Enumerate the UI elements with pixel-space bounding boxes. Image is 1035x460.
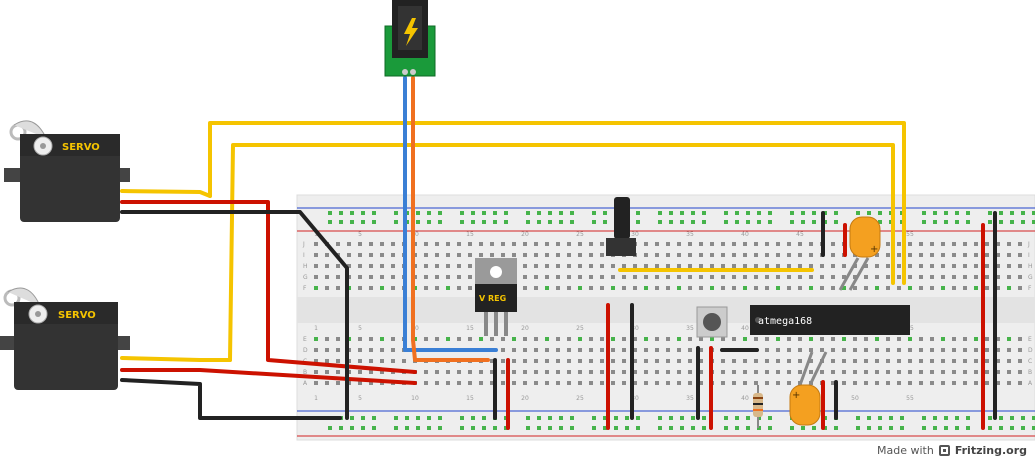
resistor — [753, 385, 763, 428]
column-number: 20 — [521, 395, 529, 402]
red-servo1-power-wire — [120, 200, 417, 374]
fritzing-logo-icon — [938, 445, 950, 456]
column-number: 20 — [521, 231, 529, 238]
svg-text:+: + — [870, 244, 878, 255]
row-letter: H — [303, 263, 308, 270]
fritzing-brand: Fritzing.org — [954, 444, 1027, 457]
column-number: 55 — [906, 231, 914, 238]
servo-bottom: SERVO — [0, 287, 130, 390]
row-letter: J — [1027, 241, 1030, 248]
voltage-regulator: V REG — [475, 258, 517, 336]
push-button — [696, 306, 728, 338]
atmega-chip: atmega168 — [750, 305, 910, 335]
fritzing-credit: Made with Fritzing.org — [877, 444, 1027, 457]
row-letter: B — [303, 369, 307, 376]
column-number: 30 — [631, 231, 639, 238]
column-number: 5 — [358, 395, 362, 402]
lightning-bolt-icon — [404, 18, 418, 46]
column-number: 40 — [741, 395, 749, 402]
row-letter: F — [1028, 285, 1032, 292]
chip-label: atmega168 — [758, 316, 812, 327]
row-letter: I — [303, 252, 305, 259]
column-number: 30 — [631, 395, 639, 402]
made-with-text: Made with — [876, 444, 934, 457]
column-number: 20 — [521, 325, 529, 332]
column-number: 55 — [906, 325, 914, 332]
row-letter: B — [1028, 369, 1032, 376]
black-servo2-ground-wire — [120, 378, 342, 420]
row-letter: A — [1028, 380, 1033, 387]
yellow-signal-wire-bottom — [228, 143, 895, 362]
column-number: 35 — [686, 325, 694, 332]
row-letter: H — [1028, 263, 1033, 270]
column-number: 35 — [686, 231, 694, 238]
column-number: 30 — [631, 325, 639, 332]
column-number: 5 — [358, 231, 362, 238]
potentiometer — [606, 197, 636, 256]
row-letter: D — [303, 347, 308, 354]
breadboard: 1115551010101515152020202525253030303535… — [296, 194, 1035, 441]
row-letter: E — [1028, 336, 1032, 343]
row-letter: D — [1028, 347, 1033, 354]
orange-jack-wire — [411, 76, 490, 362]
row-letter: G — [1028, 274, 1033, 281]
capacitor-top: + — [838, 216, 881, 291]
column-number: 1 — [314, 395, 318, 402]
regulator-label: V REG — [479, 294, 506, 303]
column-number: 15 — [466, 231, 474, 238]
blue-jack-wire — [403, 76, 498, 352]
column-number: 15 — [466, 395, 474, 402]
column-number: 25 — [576, 325, 584, 332]
servo-bottom-label: SERVO — [58, 310, 96, 321]
wires — [120, 76, 997, 430]
column-number: 10 — [411, 231, 419, 238]
column-number: 35 — [686, 395, 694, 402]
servo-top-label: SERVO — [62, 142, 100, 153]
servo-top: SERVO — [4, 120, 130, 222]
red-servo2-power-wire — [120, 368, 417, 385]
column-number: 50 — [851, 395, 859, 402]
yellow-signal-wire-top — [208, 121, 906, 285]
column-number: 25 — [576, 231, 584, 238]
servo1-yellow-lead — [120, 189, 212, 198]
row-letter: E — [303, 336, 307, 343]
row-letter: I — [1028, 252, 1030, 259]
row-letter: C — [1028, 358, 1032, 365]
column-number: 25 — [576, 395, 584, 402]
capacitor-bottom: + — [789, 351, 828, 426]
column-number: 45 — [796, 231, 804, 238]
svg-text:+: + — [792, 390, 800, 401]
row-letter: F — [303, 285, 307, 292]
row-letter: G — [303, 274, 308, 281]
column-number: 40 — [741, 231, 749, 238]
column-number: 1 — [314, 231, 318, 238]
servo2-yellow-lead — [120, 356, 232, 362]
row-letter: J — [302, 241, 305, 248]
column-number: 15 — [466, 325, 474, 332]
column-number: 10 — [411, 395, 419, 402]
column-number: 10 — [411, 325, 419, 332]
power-jack — [384, 0, 436, 77]
column-number: 55 — [906, 395, 914, 402]
column-number: 40 — [741, 325, 749, 332]
row-letter: A — [303, 380, 308, 387]
column-number: 5 — [358, 325, 362, 332]
black-servo1-ground-wire — [120, 210, 349, 420]
column-number: 1 — [314, 325, 318, 332]
